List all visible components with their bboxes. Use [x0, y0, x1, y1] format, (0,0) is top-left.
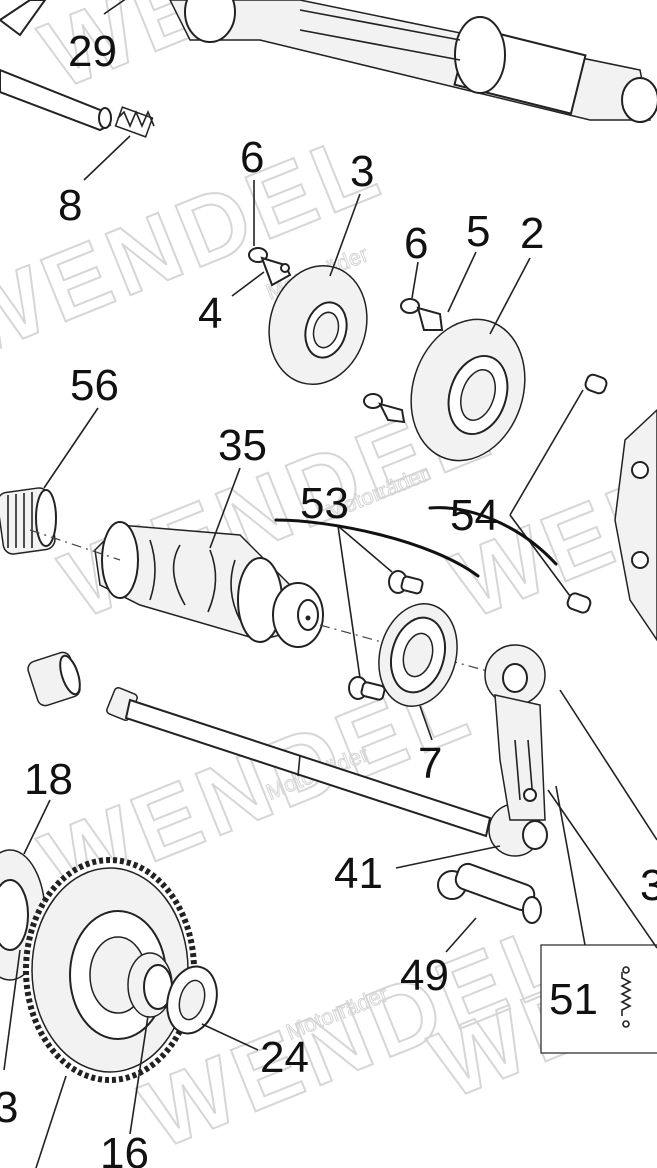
label-part-29: 29 [68, 27, 117, 76]
needle-bearing-56 [0, 487, 57, 555]
label-part-16: 16 [100, 1129, 149, 1168]
label-part-3-bottom: 3 [0, 1083, 18, 1132]
label-part-41: 41 [334, 849, 383, 898]
label-part-4: 4 [198, 289, 222, 338]
label-part-51: 51 [549, 975, 598, 1024]
label-part-3-top: 3 [350, 147, 374, 196]
label-part-35: 35 [218, 421, 267, 470]
label-part-18: 18 [24, 755, 73, 804]
housing-fragment-right [614, 408, 657, 642]
spring-part-8 [114, 106, 155, 138]
label-part-3-right: 3 [640, 861, 657, 910]
ball-bearing-7 [378, 603, 458, 707]
label-part-5: 5 [466, 207, 490, 256]
label-part-53: 53 [300, 479, 349, 528]
washer-part-24 [166, 965, 218, 1035]
bearing-part-3 [268, 264, 368, 386]
gear-part-18 [0, 849, 46, 981]
bearing-part-2 [410, 318, 526, 462]
bolt-bracket-5 [363, 298, 444, 424]
needle-bearing-16 [127, 952, 173, 1018]
bolt-bracket-4 [248, 247, 292, 287]
dowel-part-54 [566, 373, 608, 614]
label-part-56: 56 [70, 361, 119, 410]
label-part-6-right: 6 [404, 219, 428, 268]
shift-drum-35 [94, 521, 324, 648]
part-labels: 29 8 6 3 4 6 5 2 56 35 53 54 7 18 41 49 … [0, 27, 657, 1168]
shift-lever-assembly [484, 644, 546, 821]
main-shaft-top [169, 0, 657, 123]
needle-bearing-left [27, 651, 81, 707]
label-part-6-left: 6 [240, 133, 264, 182]
pin-part-53-lower [348, 676, 386, 701]
pin-part-53-upper [388, 570, 424, 595]
shift-shaft-41 [106, 686, 548, 857]
label-part-24: 24 [260, 1033, 309, 1082]
stud-part-49 [437, 862, 542, 924]
shift-fork-rod [0, 0, 112, 132]
handwritten-strokes [274, 506, 558, 578]
label-part-49: 49 [400, 951, 449, 1000]
label-part-54: 54 [450, 491, 499, 540]
spring-part-51 [540, 944, 657, 1054]
label-part-7: 7 [418, 739, 442, 788]
label-part-8: 8 [58, 181, 82, 230]
label-part-2: 2 [520, 209, 544, 258]
